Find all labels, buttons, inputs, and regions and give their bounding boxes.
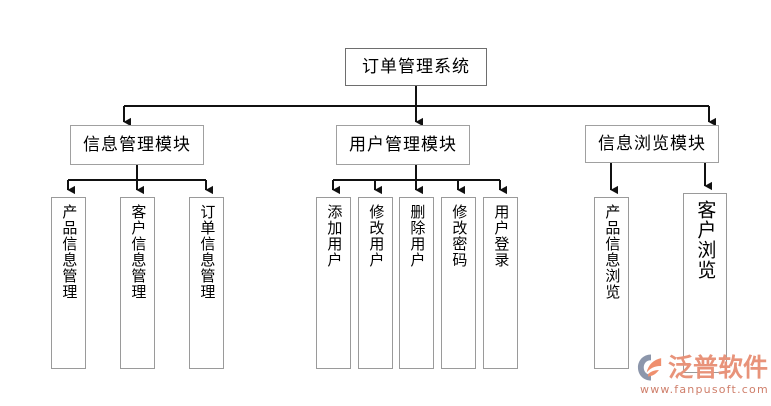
node-module-info-mgmt-label: 信息管理模块 [83,134,191,155]
node-leaf-delete-user-label: 删除用户 [408,204,427,268]
node-leaf-customer-browse-label: 客户浏览 [694,200,717,280]
node-leaf-product-info-browse[interactable]: 产品信息浏览 [594,197,629,369]
node-module-info-browse-label: 信息浏览模块 [598,133,706,154]
node-leaf-add-user[interactable]: 添加用户 [316,197,351,369]
node-leaf-customer-info-mgmt-label: 客户信息管理 [129,204,148,300]
node-leaf-change-password-label: 修改密码 [450,204,469,268]
node-leaf-change-password[interactable]: 修改密码 [441,197,476,369]
node-root[interactable]: 订单管理系统 [345,48,487,86]
node-leaf-modify-user-label: 修改用户 [367,204,386,268]
node-leaf-user-login-label: 用户登录 [492,204,511,268]
node-leaf-product-info-browse-label: 产品信息浏览 [603,204,622,300]
fanpu-logo-icon [637,353,662,381]
node-module-user-mgmt-label: 用户管理模块 [349,134,457,155]
node-leaf-add-user-label: 添加用户 [325,204,344,268]
node-leaf-order-info-mgmt-label: 订单信息管理 [198,204,217,300]
node-module-info-browse[interactable]: 信息浏览模块 [585,125,719,163]
node-leaf-modify-user[interactable]: 修改用户 [358,197,393,369]
node-module-user-mgmt[interactable]: 用户管理模块 [336,125,470,165]
node-root-label: 订单管理系统 [362,56,470,77]
node-leaf-customer-browse[interactable]: 客户浏览 [683,193,727,373]
watermark-row: 泛普软件 [636,352,768,382]
watermark-brand: 泛普软件 [668,352,769,382]
node-leaf-product-info-mgmt-label: 产品信息管理 [60,204,79,300]
node-leaf-customer-info-mgmt[interactable]: 客户信息管理 [120,197,155,369]
watermark-url: www.fanpusoft.com [640,383,769,396]
node-leaf-order-info-mgmt[interactable]: 订单信息管理 [189,197,224,369]
node-module-info-mgmt[interactable]: 信息管理模块 [70,125,204,165]
watermark: 泛普软件 www.fanpusoft.com [636,352,768,402]
node-leaf-delete-user[interactable]: 删除用户 [399,197,434,369]
node-leaf-product-info-mgmt[interactable]: 产品信息管理 [51,197,86,369]
node-leaf-user-login[interactable]: 用户登录 [483,197,518,369]
